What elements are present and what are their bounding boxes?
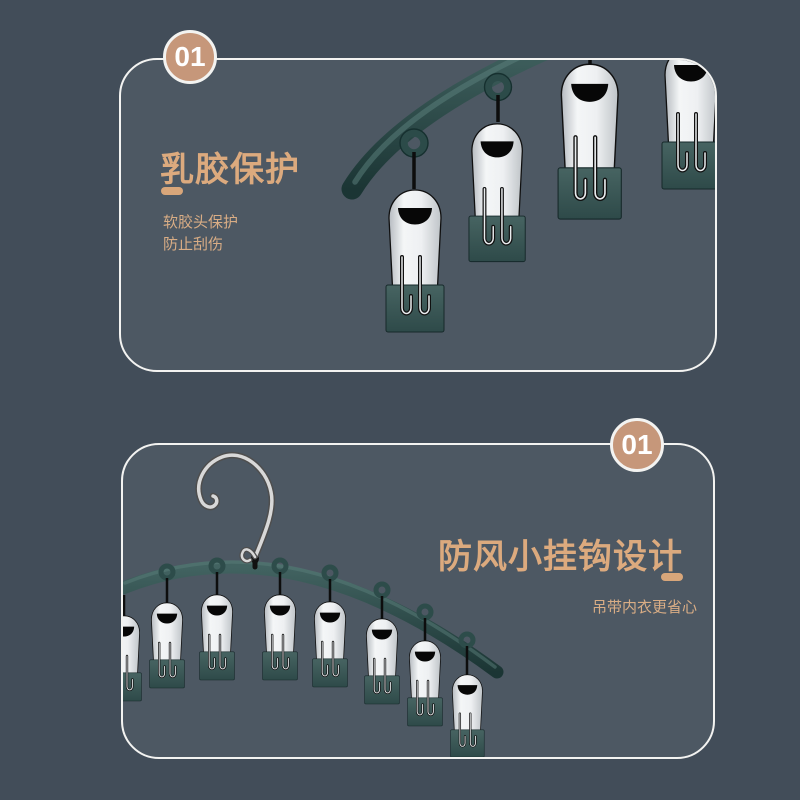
feature-title: 防风小挂钩设计: [438, 538, 683, 576]
hanger-with-hook-illustration: [123, 452, 504, 757]
clothespin-clip: [198, 593, 236, 682]
accent-dash: [161, 187, 183, 195]
clothespin-clip: [148, 601, 186, 690]
description-line: 防止刮伤: [163, 236, 224, 253]
feature-description: 软胶头保护 防止刮伤: [163, 212, 238, 256]
feature-title: 乳胶保护: [160, 151, 300, 189]
step-badge-number: 01: [174, 41, 206, 72]
clothespin-clip: [660, 60, 715, 191]
clothespin-clip: [384, 188, 446, 334]
clothespin-clip: [261, 593, 299, 682]
clothespin-clip: [363, 617, 401, 706]
description-line: 吊带内衣更省心: [591, 599, 697, 616]
clothespin-clip: [558, 64, 621, 219]
windproof-hook: [195, 452, 276, 570]
clothespin-clip: [123, 614, 143, 703]
feature-description: 吊带内衣更省心: [592, 597, 697, 619]
hanger-rod: [341, 60, 548, 200]
description-line: 软胶头保护: [163, 214, 239, 231]
clothespin-clip: [406, 639, 444, 728]
feature-card-latex-protection: 乳胶保护 软胶头保护 防止刮伤: [119, 58, 717, 372]
step-badge: 01: [163, 30, 217, 84]
clip-wires: [123, 572, 469, 675]
step-badge: 01: [610, 418, 664, 472]
step-badge-number: 01: [621, 429, 653, 460]
feature-card-windproof-hook: 防风小挂钩设计 吊带内衣更省心: [121, 443, 715, 759]
accent-dash: [661, 573, 683, 581]
clothespin-clip: [311, 600, 349, 689]
clothespin-clip: [449, 673, 486, 757]
rod-with-clips-illustration: [341, 60, 715, 334]
clothespin-clip: [467, 121, 528, 264]
